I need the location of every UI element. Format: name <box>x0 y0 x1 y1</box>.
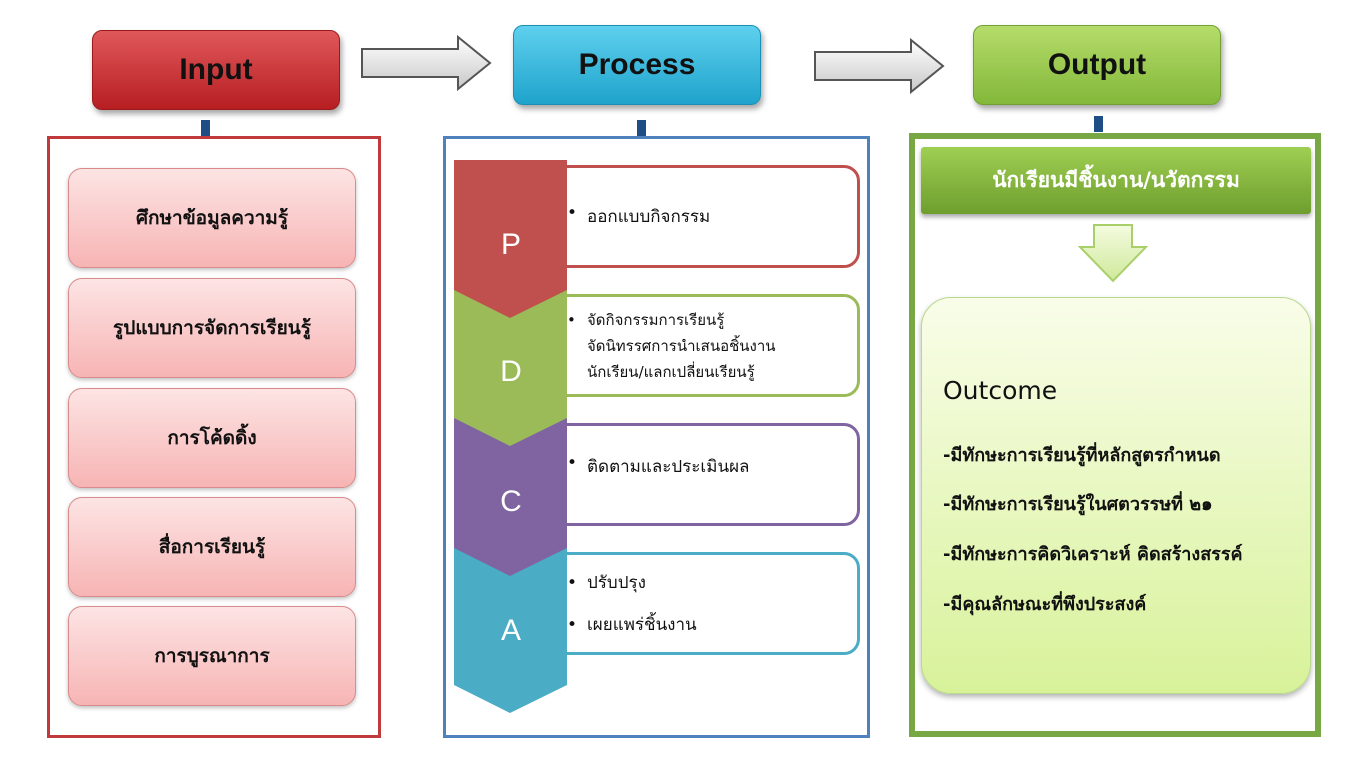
process-step-a-box: ปรับปรุง เผยแพร่ชิ้นงาน <box>548 552 860 655</box>
step-letter-d: D <box>500 355 522 388</box>
step-bullet: จัดกิจกรรมการเรียนรู้ <box>567 307 857 333</box>
outcome-item: -มีคุณลักษณะที่พึงประสงค์ <box>943 594 1147 615</box>
connector <box>637 120 646 136</box>
input-item: การบูรณาการ <box>68 606 356 706</box>
arrow-down-icon <box>1078 224 1148 283</box>
step-bullet-continued: จัดนิทรรศการนำเสนอชิ้นงาน <box>587 336 776 355</box>
step-bullet: ออกแบบกิจกรรม <box>567 203 857 230</box>
connector <box>201 120 210 136</box>
input-item: ศึกษาข้อมูลความรู้ <box>68 168 356 268</box>
chevron-a <box>454 548 567 713</box>
step-bullet: เผยแพร่ชิ้นงาน <box>567 604 857 646</box>
step-bullet: ปรับปรุง <box>567 562 857 604</box>
chevron-c <box>454 418 567 584</box>
chevron-p <box>454 160 567 326</box>
pdca-chevrons <box>454 160 567 713</box>
process-header: Process <box>513 25 761 105</box>
step-bullet: ติดตามและประเมินผล <box>567 453 857 480</box>
outcome-box <box>921 297 1311 694</box>
process-step-c-box: ติดตามและประเมินผล <box>548 423 860 526</box>
chevron-d <box>454 290 567 454</box>
input-item: รูปแบบการจัดการเรียนรู้ <box>68 278 356 378</box>
step-letter-c: C <box>500 485 522 518</box>
outcome-item: -มีทักษะการเรียนรู้ในศตวรรษที่ ๒๑ <box>943 494 1213 515</box>
input-item: สื่อการเรียนรู้ <box>68 497 356 597</box>
step-letter-p: P <box>500 228 521 261</box>
outcome-item: -มีทักษะการเรียนรู้ที่หลักสูตรกำหนด <box>943 445 1221 466</box>
step-letter-a: A <box>500 614 521 647</box>
arrow-right-icon <box>814 38 945 94</box>
step-bullet-continued: นักเรียน/แลกเปลี่ยนเรียนรู้ <box>587 362 755 381</box>
connector <box>1094 116 1103 132</box>
arrow-right-icon <box>361 35 492 91</box>
input-item: การโค้ดดิ้ง <box>68 388 356 488</box>
output-header: Output <box>973 25 1221 105</box>
process-step-d-box: จัดกิจกรรมการเรียนรู้ จัดนิทรรศการนำเสนอ… <box>548 294 860 397</box>
input-header: Input <box>92 30 340 110</box>
outcome-item: -มีทักษะการคิดวิเคราะห์ คิดสร้างสรรค์ <box>943 544 1243 565</box>
output-banner: นักเรียนมีชิ้นงาน/นวัตกรรม <box>921 147 1311 214</box>
outcome-title: Outcome <box>943 376 1058 405</box>
process-step-p-box: ออกแบบกิจกรรม <box>548 165 860 268</box>
